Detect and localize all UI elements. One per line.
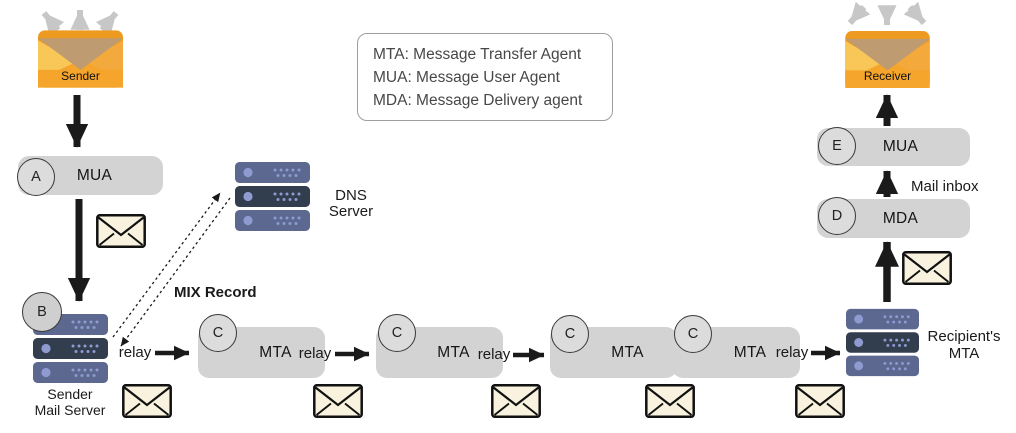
badge-c-1: C [199,314,237,352]
mail-envelope-icon [795,384,845,418]
pill-mta-4-label: MTA [733,343,767,361]
sender-label: Sender [61,69,100,83]
legend-line-mda: MDA: Message Delivery agent [373,92,583,109]
mix-record-label: MIX Record [174,284,257,301]
mail-envelope-icon [96,214,146,248]
legend-line-mta: MTA: Message Transfer Agent [373,46,582,63]
pill-mta-3-label: MTA [611,343,644,361]
pill-mua-receiver-label: MUA [882,138,919,155]
recipient-mta-label: Recipient's MTA [927,328,1001,362]
pill-mta-1-label: MTA [259,343,292,361]
legend-box: MTA: Message Transfer Agent MUA: Message… [357,33,613,121]
pill-mda-label: MDA [882,209,919,227]
badge-d: D [818,197,856,235]
receiver-incoming-arrows [847,1,927,26]
badge-b: B [22,292,62,332]
badge-c-2: C [378,314,416,352]
badge-c-4: C [674,315,712,353]
relay-label-4: relay [775,344,809,361]
legend-line-mua: MUA: Message User Agent [373,69,560,86]
mail-envelope-icon [313,384,363,418]
sender-mail-server-label: Sender Mail Server [34,386,106,418]
dns-server-label: DNS Server [328,187,374,220]
recipient-mta-icon [846,306,919,379]
relay-label-1: relay [118,344,152,361]
relay-label-2: relay [298,345,332,362]
pill-mua-sender-label: MUA [76,166,113,184]
relay-label-3: relay [477,346,511,363]
mail-envelope-icon [122,384,172,418]
mail-envelope-icon [645,384,695,418]
receiver-label: Receiver [863,69,912,83]
dns-server-icon [235,162,310,231]
badge-e: E [818,127,856,165]
envelope-icon [845,31,930,88]
sender-broadcast-arrows [41,9,119,35]
dns-query-line [112,192,221,338]
receiver-envelope: Receiver [845,31,930,88]
badge-a: A [17,158,55,196]
badge-c-3: C [551,315,589,353]
mail-inbox-label: Mail inbox [911,178,979,195]
mail-envelope-icon [491,384,541,418]
sender-envelope: Sender [38,30,123,88]
pill-mta-2-label: MTA [437,343,470,361]
mail-envelope-icon [902,251,952,285]
envelope-icon [38,30,123,88]
